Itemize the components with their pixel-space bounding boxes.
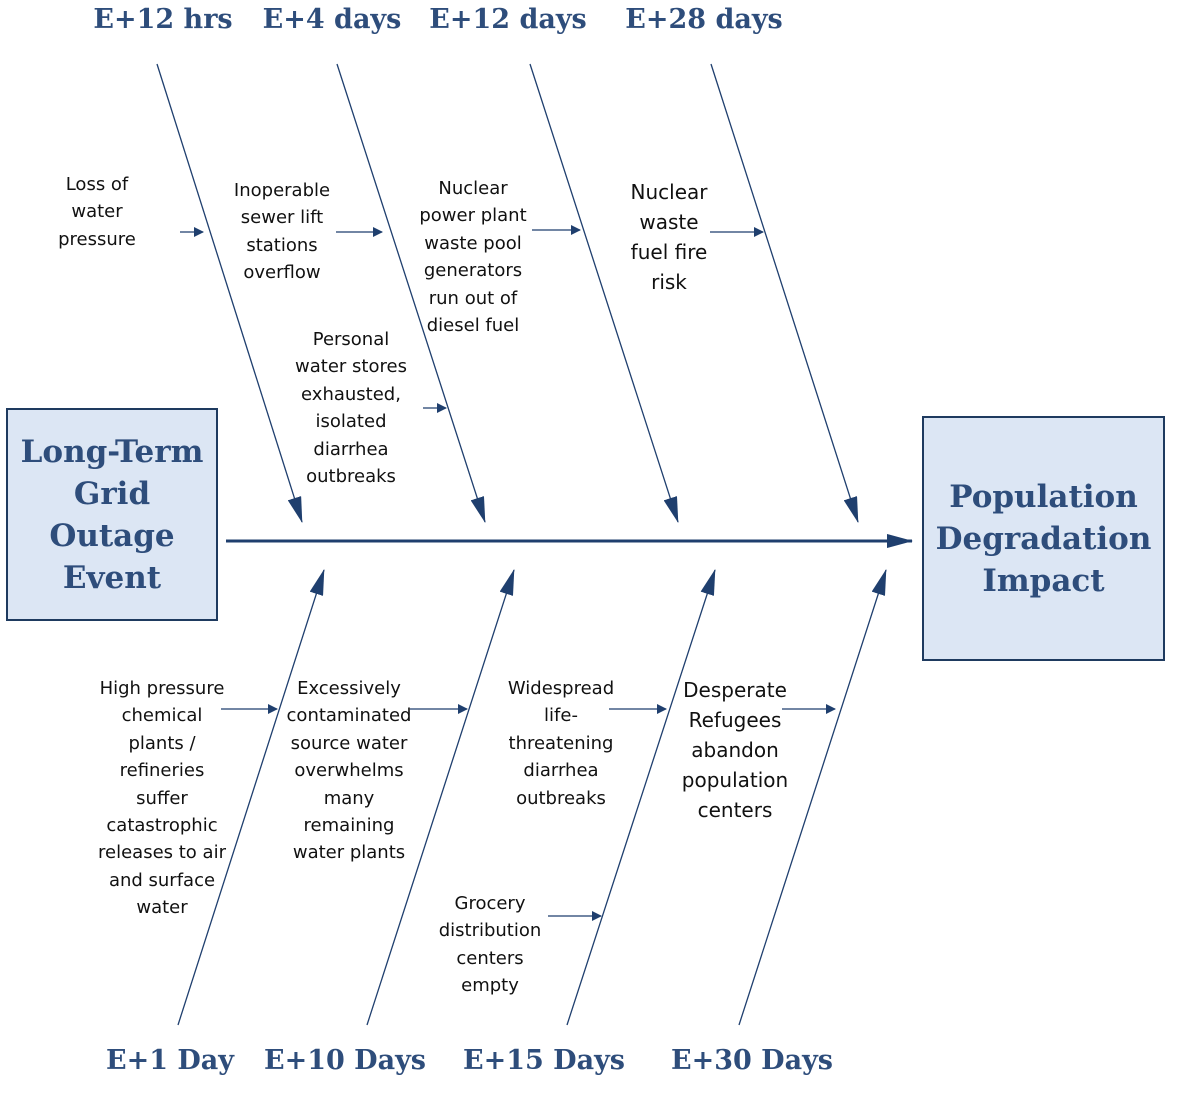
cause-label: Widespread life- threatening diarrhea ou…: [507, 678, 615, 809]
top-time-label: E+4 days: [262, 4, 402, 35]
top-bone-2: [336, 63, 486, 523]
bottom-time-label: E+30 Days: [671, 1045, 833, 1076]
bottom-time-label: E+1 Day: [106, 1045, 234, 1076]
cause-label: High pressure chemical plants / refineri…: [98, 678, 226, 919]
impact-box-label: Population Degradation Impact: [935, 478, 1152, 599]
cause-label: Personal water stores exhausted, isolate…: [295, 329, 407, 488]
top-bone-1: [156, 63, 303, 523]
top-bone-3: [529, 63, 679, 523]
cause-label: Grocery distribution centers empty: [438, 893, 542, 997]
bottom-time-label: E+10 Days: [264, 1045, 426, 1076]
bottom-bone-3: [566, 569, 716, 1026]
cause-label: Excessively contaminated source water ov…: [286, 678, 412, 864]
top-time-label: E+12 days: [429, 4, 587, 35]
event-box: Long-Term Grid Outage Event: [6, 408, 218, 621]
cause-label: Nuclear power plant waste pool generator…: [419, 178, 527, 337]
cause-label: Nuclear waste fuel fire risk: [630, 180, 708, 294]
cause-label: Desperate Refugees abandon population ce…: [681, 678, 789, 822]
cause-label: Inoperable sewer lift stations overflow: [233, 180, 331, 284]
bottom-bone-4: [738, 569, 887, 1026]
top-bone-4: [710, 63, 859, 523]
bottom-time-label: E+15 Days: [463, 1045, 625, 1076]
cause-label: Loss of water pressure: [58, 174, 136, 250]
event-box-label: Long-Term Grid Outage Event: [20, 433, 204, 596]
impact-box: Population Degradation Impact: [922, 416, 1165, 661]
top-time-label: E+12 hrs: [93, 4, 233, 35]
bottom-bone-1: [177, 569, 325, 1026]
bottom-bone-2: [366, 569, 515, 1026]
top-time-label: E+28 days: [625, 4, 783, 35]
